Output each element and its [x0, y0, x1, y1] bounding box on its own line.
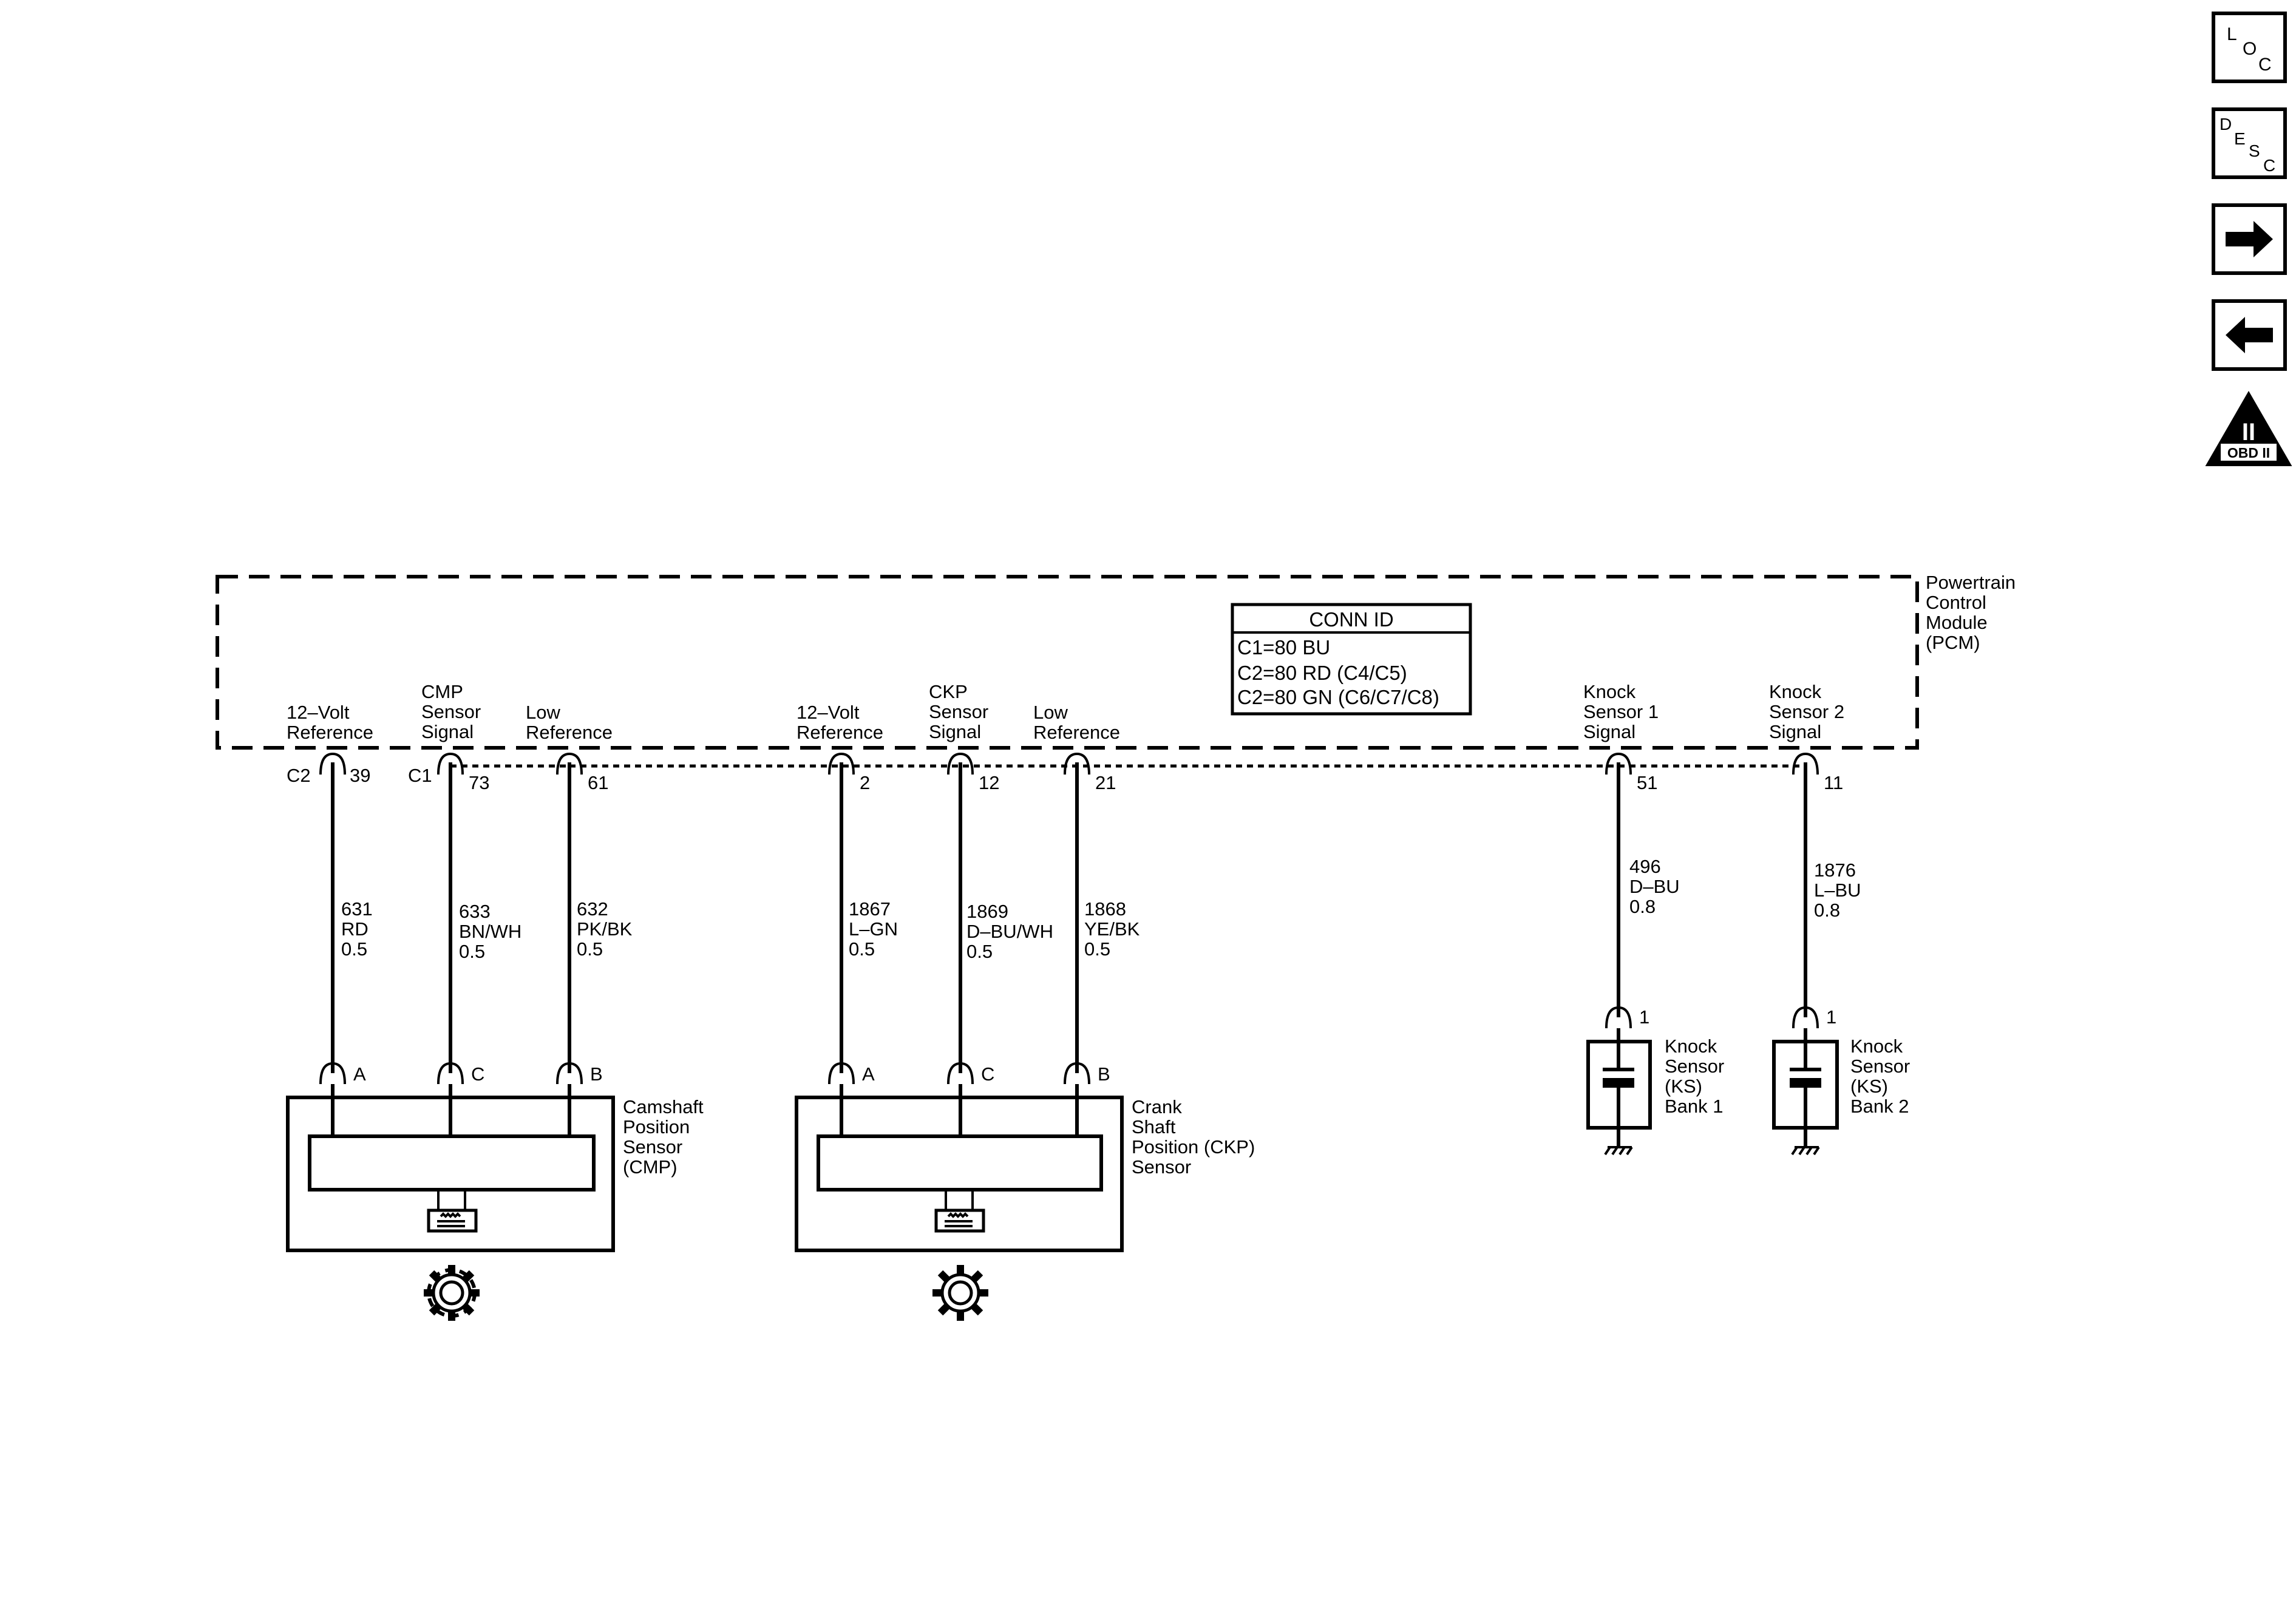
pin-label-cmp-low: Low Reference [526, 702, 613, 743]
cmp-pin-c: C [471, 1063, 484, 1085]
sensor-pin-symbols [319, 1006, 1819, 1085]
loc-letter-c: C [2258, 55, 2272, 75]
pcm-pin-39: 39 [350, 765, 370, 786]
ks2-label: Knock Sensor (KS) Bank 2 [1850, 1036, 1915, 1117]
pin-label-cmp-sig: CMP Sensor Signal [421, 681, 486, 742]
obd-ii-label: OBD II [2227, 445, 2270, 461]
ckp-sensor [795, 1084, 1124, 1252]
conn-id-table: CONN ID C1=80 BU C2=80 RD (C4/C5) C2=80 … [1231, 603, 1472, 716]
ckp-pin-b: B [1098, 1063, 1110, 1085]
ks2-ground-icon [1791, 1146, 1820, 1156]
obd-ii-roman: II [2242, 419, 2255, 446]
desc-button[interactable]: D E S C [2212, 107, 2287, 179]
conn-id-line-3: C2=80 GN (C6/C7/C8) [1237, 686, 1439, 708]
wire-label-633: 633 BN/WH 0.5 [459, 901, 527, 962]
ks2-pin-1: 1 [1826, 1006, 1836, 1028]
ckp-pin-a: A [862, 1063, 875, 1085]
pcm-pin-2: 2 [860, 772, 870, 793]
cmp-sensor-label: Camshaft Position Sensor (CMP) [623, 1096, 708, 1178]
desc-letter-d: D [2220, 115, 2232, 134]
right-arrow-icon [2226, 221, 2273, 257]
wire-label-496: 496 D–BU 0.8 [1629, 856, 1685, 917]
obd-ii-button[interactable]: II OBD II [2205, 390, 2292, 466]
knock-sensor-bank-2 [1772, 1028, 1839, 1156]
pcm-pin-73: 73 [469, 772, 489, 793]
pcm-pin-51: 51 [1637, 772, 1657, 793]
ks1-ground-icon [1604, 1146, 1633, 1156]
ks1-pin-1: 1 [1639, 1006, 1649, 1028]
pin-label-ckp-ref: 12–Volt Reference [796, 702, 883, 743]
ks1-label: Knock Sensor (KS) Bank 1 [1665, 1036, 1730, 1117]
conn-id-line-1: C1=80 BU [1237, 636, 1330, 659]
pin-label-ks2: Knock Sensor 2 Signal [1769, 681, 1850, 742]
ckp-sensor-label: Crank Shaft Position (CKP) Sensor [1132, 1096, 1260, 1178]
cmp-pin-a: A [353, 1063, 366, 1085]
knock-sensor-bank-1 [1586, 1028, 1652, 1156]
pcm-label: Powertrain Control Module (PCM) [1926, 572, 2021, 653]
pin-label-ks1: Knock Sensor 1 Signal [1583, 681, 1664, 742]
loc-letter-l: L [2227, 24, 2237, 44]
next-button[interactable] [2212, 203, 2287, 275]
left-arrow-icon [2226, 317, 2273, 353]
ckp-pin-c: C [981, 1063, 994, 1085]
ckp-gear-icon [932, 1265, 988, 1321]
cmp-gear-icon [424, 1265, 480, 1321]
pcm-pin-21: 21 [1095, 772, 1116, 793]
prev-button[interactable] [2212, 299, 2287, 371]
pcm-boundary [216, 575, 1919, 750]
wire-label-1869: 1869 D–BU/WH 0.5 [966, 901, 1059, 962]
wire-label-1876: 1876 L–BU 0.8 [1814, 859, 1866, 921]
conn-id-header: CONN ID [1309, 608, 1393, 631]
cmp-sensor [286, 1084, 615, 1252]
pin-label-ckp-sig: CKP Sensor Signal [929, 681, 994, 742]
wire-label-1868: 1868 YE/BK 0.5 [1084, 898, 1145, 960]
desc-letter-c: C [2263, 156, 2275, 175]
pcm-pin-61: 61 [588, 772, 608, 793]
pin-label-cmp-ref: 12–Volt Reference [287, 702, 373, 743]
wire-label-631: 631 RD 0.5 [341, 898, 378, 960]
conn-c1-label: C1 [408, 765, 432, 786]
desc-letter-s: S [2249, 141, 2260, 160]
conn-id-line-2: C2=80 RD (C4/C5) [1237, 662, 1407, 684]
pcm-pin-11: 11 [1824, 772, 1843, 793]
loc-button[interactable]: L O C [2212, 12, 2287, 83]
pcm-pin-12: 12 [979, 772, 999, 793]
conn-c2-label: C2 [287, 765, 311, 786]
wire-label-1867: 1867 L–GN 0.5 [849, 898, 903, 960]
desc-letter-e: E [2234, 129, 2246, 148]
pcm-pin-symbols [319, 752, 1819, 775]
cmp-pin-b: B [590, 1063, 603, 1085]
loc-letter-o: O [2243, 39, 2257, 59]
pin-label-ckp-low: Low Reference [1033, 702, 1120, 743]
wire-label-632: 632 PK/BK 0.5 [577, 898, 637, 960]
